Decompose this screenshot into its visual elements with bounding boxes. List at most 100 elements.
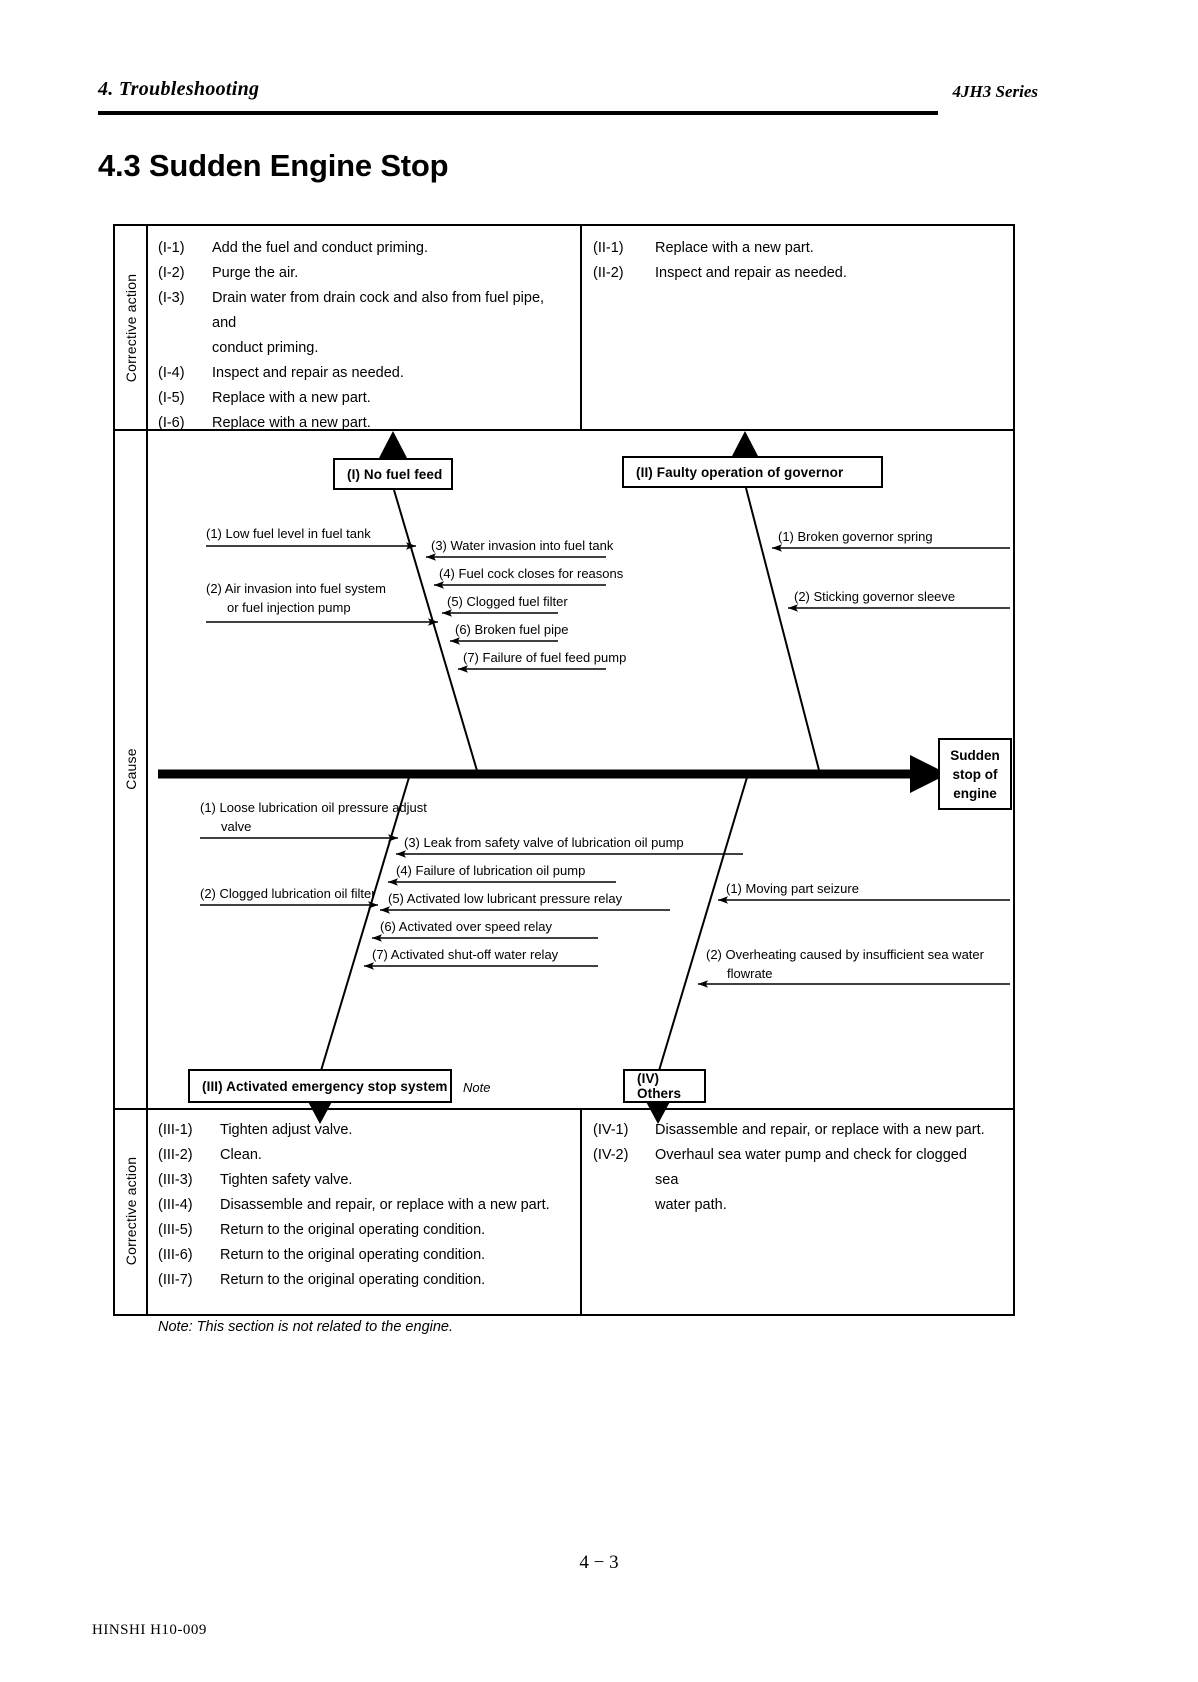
action-text: Tighten adjust valve. (220, 1122, 353, 1138)
category-note-label: Note (463, 1080, 491, 1095)
action-tag: (III-4) (158, 1197, 193, 1213)
action-text: Replace with a new part. (212, 390, 371, 406)
cause-III-5: (5) Activated low lubricant pressure rel… (388, 891, 623, 906)
action-tag: (III-6) (158, 1247, 193, 1263)
header-series-label: 4JH3 Series (952, 82, 1038, 101)
action-tag: (IV-1) (593, 1122, 629, 1138)
action-tag: (III-7) (158, 1272, 193, 1288)
rail-cause: Cause (115, 429, 148, 1108)
cause-III-1: (1) Loose lubrication oil pressure adjus… (200, 800, 427, 815)
action-tag: (III-3) (158, 1172, 193, 1188)
cause-III-4: (4) Failure of lubrication oil pump (396, 863, 586, 878)
action-row: (III-1) Tighten adjust valve. (158, 1118, 568, 1143)
category-label: (III) Activated emergency stop system (202, 1078, 448, 1094)
category-box-others[interactable]: (IV) Others (623, 1069, 706, 1103)
effect-line-2: stop of (952, 766, 998, 782)
effect-line-1: Sudden (950, 747, 1000, 763)
page-header: 4. Troubleshooting 4JH3 Series (98, 78, 1038, 118)
action-text: Add the fuel and conduct priming. (212, 240, 429, 256)
action-tag: (I-4) (158, 365, 185, 381)
rail-label-top: Corrective action (122, 273, 139, 382)
action-text: Inspect and repair as needed. (655, 265, 847, 281)
action-tag: (I-1) (158, 240, 185, 256)
cause-I-4: (4) Fuel cock closes for reasons (439, 566, 624, 581)
action-text: Disassemble and repair, or replace with … (655, 1122, 985, 1138)
category-label: (I) No fuel feed (347, 466, 443, 482)
action-row: (IV-1) Disassemble and repair, or replac… (593, 1118, 993, 1143)
action-text: Disassemble and repair, or replace with … (220, 1197, 550, 1213)
action-row: (III-3) Tighten safety valve. (158, 1168, 568, 1193)
action-row: (II-1) Replace with a new part. (593, 236, 993, 261)
effect-box-sudden-stop-of-engine[interactable]: Sudden stop of engine (938, 738, 1012, 810)
action-row: (III-4) Disassemble and repair, or repla… (158, 1193, 568, 1218)
cause-I-6: (6) Broken fuel pipe (455, 622, 569, 637)
action-text: Replace with a new part. (655, 240, 814, 256)
action-tag: (I-5) (158, 390, 185, 406)
action-text: Return to the original operating conditi… (220, 1272, 486, 1288)
action-text: Tighten safety valve. (220, 1172, 353, 1188)
action-tag: (III-2) (158, 1147, 193, 1163)
category-label: (II) Faulty operation of governor (636, 464, 844, 480)
cause-I-2: (2) Air invasion into fuel system (206, 581, 386, 596)
action-tag: (I-6) (158, 415, 185, 431)
page-title: 4.3 Sudden Engine Stop (98, 148, 449, 183)
header-rule (98, 111, 938, 115)
cause-IV-2: (2) Overheating caused by insufficient s… (706, 947, 984, 962)
action-tag: (IV-2) (593, 1147, 629, 1163)
fishbone-chart-frame: Corrective action Cause Corrective actio… (113, 224, 1015, 1335)
action-row: (IV-2) Overhaul sea water pump and check… (593, 1143, 993, 1193)
category-label: (IV) Others (637, 1071, 682, 1101)
band-separator-top (115, 429, 1013, 431)
action-row: (I-4) Inspect and repair as needed. (158, 361, 568, 386)
cause-I-1: (1) Low fuel level in fuel tank (206, 526, 371, 541)
action-row: (III-7) Return to the original operating… (158, 1268, 568, 1293)
rail-label-cause: Cause (122, 747, 139, 790)
cause-III-6: (6) Activated over speed relay (380, 919, 552, 934)
cause-IV-2-continuation: flowrate (727, 966, 773, 981)
action-tag: (III-1) (158, 1122, 193, 1138)
rail-label-bottom: Corrective action (122, 1156, 139, 1266)
action-row: (I-2) Purge the air. (158, 261, 568, 286)
action-row: (I-5) Replace with a new part. (158, 386, 568, 411)
section-note: Note: This section is not related to the… (158, 1319, 454, 1335)
cause-I-7: (7) Failure of fuel feed pump (463, 650, 627, 665)
cause-III-2: (2) Clogged lubrication oil filter (200, 886, 376, 901)
action-text: Purge the air. (212, 265, 299, 281)
band-separator-bottom (115, 1108, 1013, 1110)
effect-line-3: engine (953, 785, 997, 801)
action-text-continuation: water path. (655, 1197, 727, 1213)
column-separator-bottom (580, 1108, 582, 1314)
rail-corrective-action-bottom: Corrective action (115, 1108, 148, 1314)
column-separator-top (580, 226, 582, 429)
action-tag: (II-1) (593, 240, 624, 256)
action-text: Clean. (220, 1147, 262, 1163)
corrective-action-list-III: (III-1) Tighten adjust valve. (III-2) Cl… (158, 1118, 568, 1340)
action-text: Overhaul sea water pump and check for cl… (655, 1147, 967, 1188)
action-text-continuation: conduct priming. (212, 340, 319, 356)
action-text: Inspect and repair as needed. (212, 365, 404, 381)
action-row: (III-5) Return to the original operating… (158, 1218, 568, 1243)
fishbone-diagram: (I) No fuel feed (II) Faulty operation o… (148, 226, 1013, 1314)
corrective-action-list-IV: (IV-1) Disassemble and repair, or replac… (593, 1118, 993, 1218)
cause-II-1: (1) Broken governor spring (778, 529, 933, 544)
action-row: (II-2) Inspect and repair as needed. (593, 261, 993, 286)
cause-I-3: (3) Water invasion into fuel tank (431, 538, 614, 553)
action-text: Return to the original operating conditi… (220, 1247, 486, 1263)
category-box-emergency-stop-system[interactable]: (III) Activated emergency stop system (188, 1069, 452, 1103)
header-chapter-label: 4. Troubleshooting (98, 78, 260, 100)
category-box-faulty-governor[interactable]: (II) Faulty operation of governor (622, 456, 883, 488)
action-tag: (I-3) (158, 290, 185, 306)
rail-corrective-action-top: Corrective action (115, 226, 148, 429)
page-number: 4 − 3 (579, 1552, 619, 1573)
action-row: (I-1) Add the fuel and conduct priming. (158, 236, 568, 261)
category-box-no-fuel-feed[interactable]: (I) No fuel feed (333, 458, 453, 490)
document-code: HINSHI H10-009 (92, 1622, 207, 1638)
action-tag: (I-2) (158, 265, 185, 281)
action-row: (III-2) Clean. (158, 1143, 568, 1168)
corrective-action-list-I: (I-1) Add the fuel and conduct priming. … (158, 236, 568, 436)
cause-IV-1: (1) Moving part seizure (726, 881, 859, 896)
action-text: Drain water from drain cock and also fro… (212, 290, 545, 331)
cause-III-7: (7) Activated shut-off water relay (372, 947, 559, 962)
action-row: (I-6) Replace with a new part. (158, 411, 568, 436)
corrective-action-list-II: (II-1) Replace with a new part. (II-2) I… (593, 236, 993, 286)
